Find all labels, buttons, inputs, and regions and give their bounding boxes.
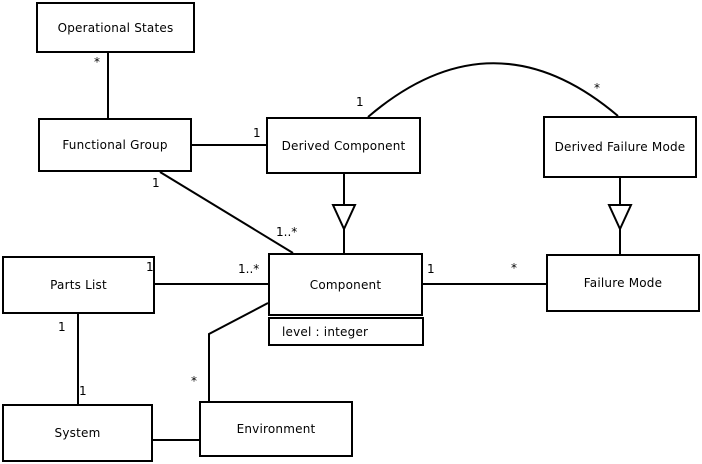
generalization-derived-failure-mode-failure-mode [607,178,633,254]
multiplicity-functional-group-diag: 1 [152,176,160,190]
class-name: Environment [236,422,316,436]
multiplicity-parts-list-right: 1 [146,260,154,274]
class-derived-failure-mode: Derived Failure Mode [543,116,697,178]
multiplicity-system-top: 1 [79,384,87,398]
multiplicity-operational-states: * [94,55,100,69]
assoc-derived-component-derived-failure-mode [367,62,619,118]
class-component: Component [268,253,423,316]
multiplicity-environment-top: * [191,374,197,388]
class-name: Derived Failure Mode [554,140,686,154]
class-name: Functional Group [62,138,168,152]
multiplicity-failure-mode-left: * [511,261,517,275]
assoc-functional-group-component [159,171,294,254]
class-environment: Environment [199,401,353,457]
multiplicity-arc-derived-component: 1 [356,95,364,109]
class-name: Operational States [57,20,174,35]
class-derived-component: Derived Component [266,117,421,174]
attribute-text: level : integer [282,324,369,339]
class-functional-group: Functional Group [38,118,192,172]
class-system: System [2,404,153,462]
class-operational-states: Operational States [36,2,195,53]
multiplicity-parts-list-bottom: 1 [58,320,66,334]
class-name: Failure Mode [583,276,663,290]
class-parts-list: Parts List [2,256,155,314]
multiplicity-arc-derived-failure-mode: * [594,81,600,95]
multiplicity-component-diag: 1..* [276,225,298,239]
class-name: Derived Component [281,138,406,153]
generalization-derived-component-component [331,174,357,253]
multiplicity-component-right: 1 [427,262,435,276]
class-failure-mode: Failure Mode [546,254,700,312]
class-name: Parts List [50,278,107,292]
class-name: System [54,426,101,440]
multiplicity-derived-component-assoc: 1 [253,126,261,140]
generalization-triangle-icon [331,204,357,232]
class-component-attribute-compartment: level : integer [268,317,424,346]
multiplicity-component-left: 1..* [238,262,260,276]
assoc-environment-component [208,302,269,401]
generalization-triangle-icon [607,204,633,232]
class-name: Component [309,277,382,292]
